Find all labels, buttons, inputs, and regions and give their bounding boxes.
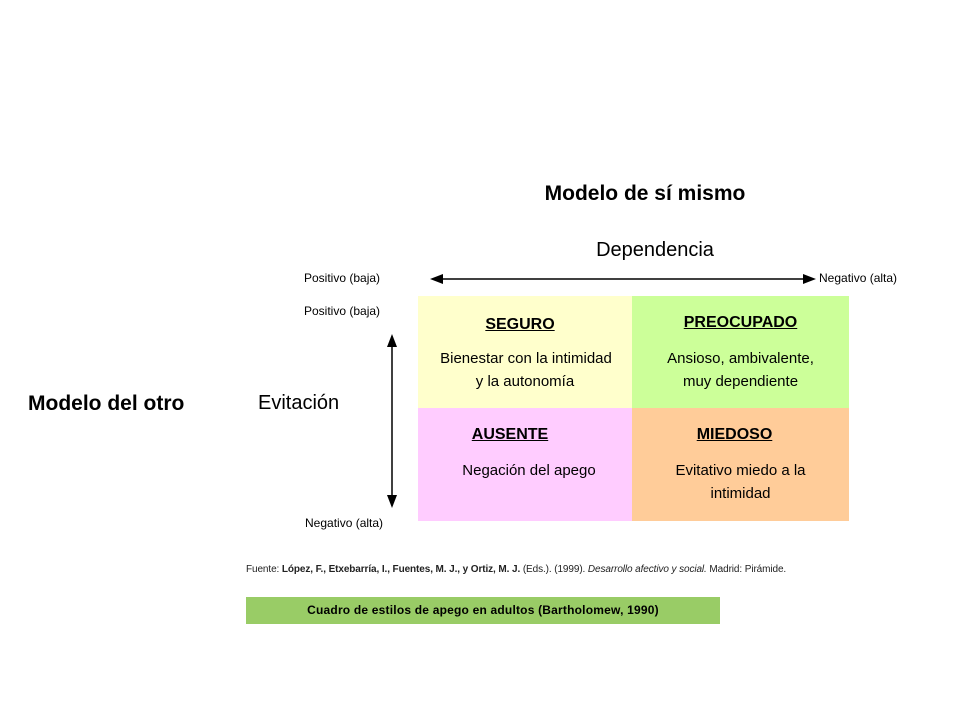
self-model-title: Modelo de sí mismo	[544, 182, 746, 205]
source-publisher: Madrid: Pirámide.	[706, 564, 787, 575]
quadrant-description-line1: Ansioso, ambivalente,	[667, 350, 814, 367]
quadrant-description-line2: intimidad	[710, 485, 771, 502]
dependence-positive-label: Positivo (baja)	[304, 271, 381, 285]
quadrant-title: PREOCUPADO	[683, 314, 798, 331]
avoidance-positive-label: Positivo (baja)	[304, 304, 381, 318]
source-citation: Fuente: López, F., Etxebarría, I., Fuent…	[246, 564, 786, 575]
source-prefix: Fuente:	[246, 564, 282, 575]
dependence-axis-label: Dependencia	[596, 239, 714, 261]
source-eds-year: (Eds.). (1999).	[520, 564, 588, 575]
quadrant-fearful: MIEDOSO Evitativo miedo a la intimidad	[632, 408, 849, 521]
quadrant-description-line2: muy dependiente	[682, 373, 799, 390]
source-book: Desarrollo afectivo y social.	[587, 564, 707, 575]
avoidance-arrow	[387, 334, 397, 508]
source-authors: López, F., Etxebarría, I., Fuentes, M. J…	[281, 564, 521, 575]
figure-caption: Cuadro de estilos de apego en adultos (B…	[246, 597, 720, 624]
quadrant-title: AUSENTE	[471, 426, 549, 443]
quadrant-secure: SEGURO Bienestar con la intimidad y la a…	[418, 296, 632, 408]
quadrant-description-line1: Bienestar con la intimidad	[440, 350, 612, 367]
dependence-arrow	[430, 274, 816, 284]
quadrant-dismissing: AUSENTE Negación del apego	[418, 408, 632, 521]
dependence-negative-label: Negativo (alta)	[819, 271, 898, 285]
avoidance-negative-label: Negativo (alta)	[305, 516, 384, 530]
other-model-title: Modelo del otro	[28, 392, 185, 415]
avoidance-axis-label: Evitación	[258, 392, 340, 414]
quadrant-preoccupied: PREOCUPADO Ansioso, ambivalente, muy dep…	[632, 296, 849, 408]
quadrant-description-line1: Evitativo miedo a la	[675, 462, 806, 479]
quadrant-title: MIEDOSO	[696, 426, 773, 443]
quadrant-description-line1: Negación del apego	[462, 462, 596, 479]
quadrant-title: SEGURO	[485, 316, 555, 333]
quadrant-description-line2: y la autonomía	[475, 373, 575, 390]
